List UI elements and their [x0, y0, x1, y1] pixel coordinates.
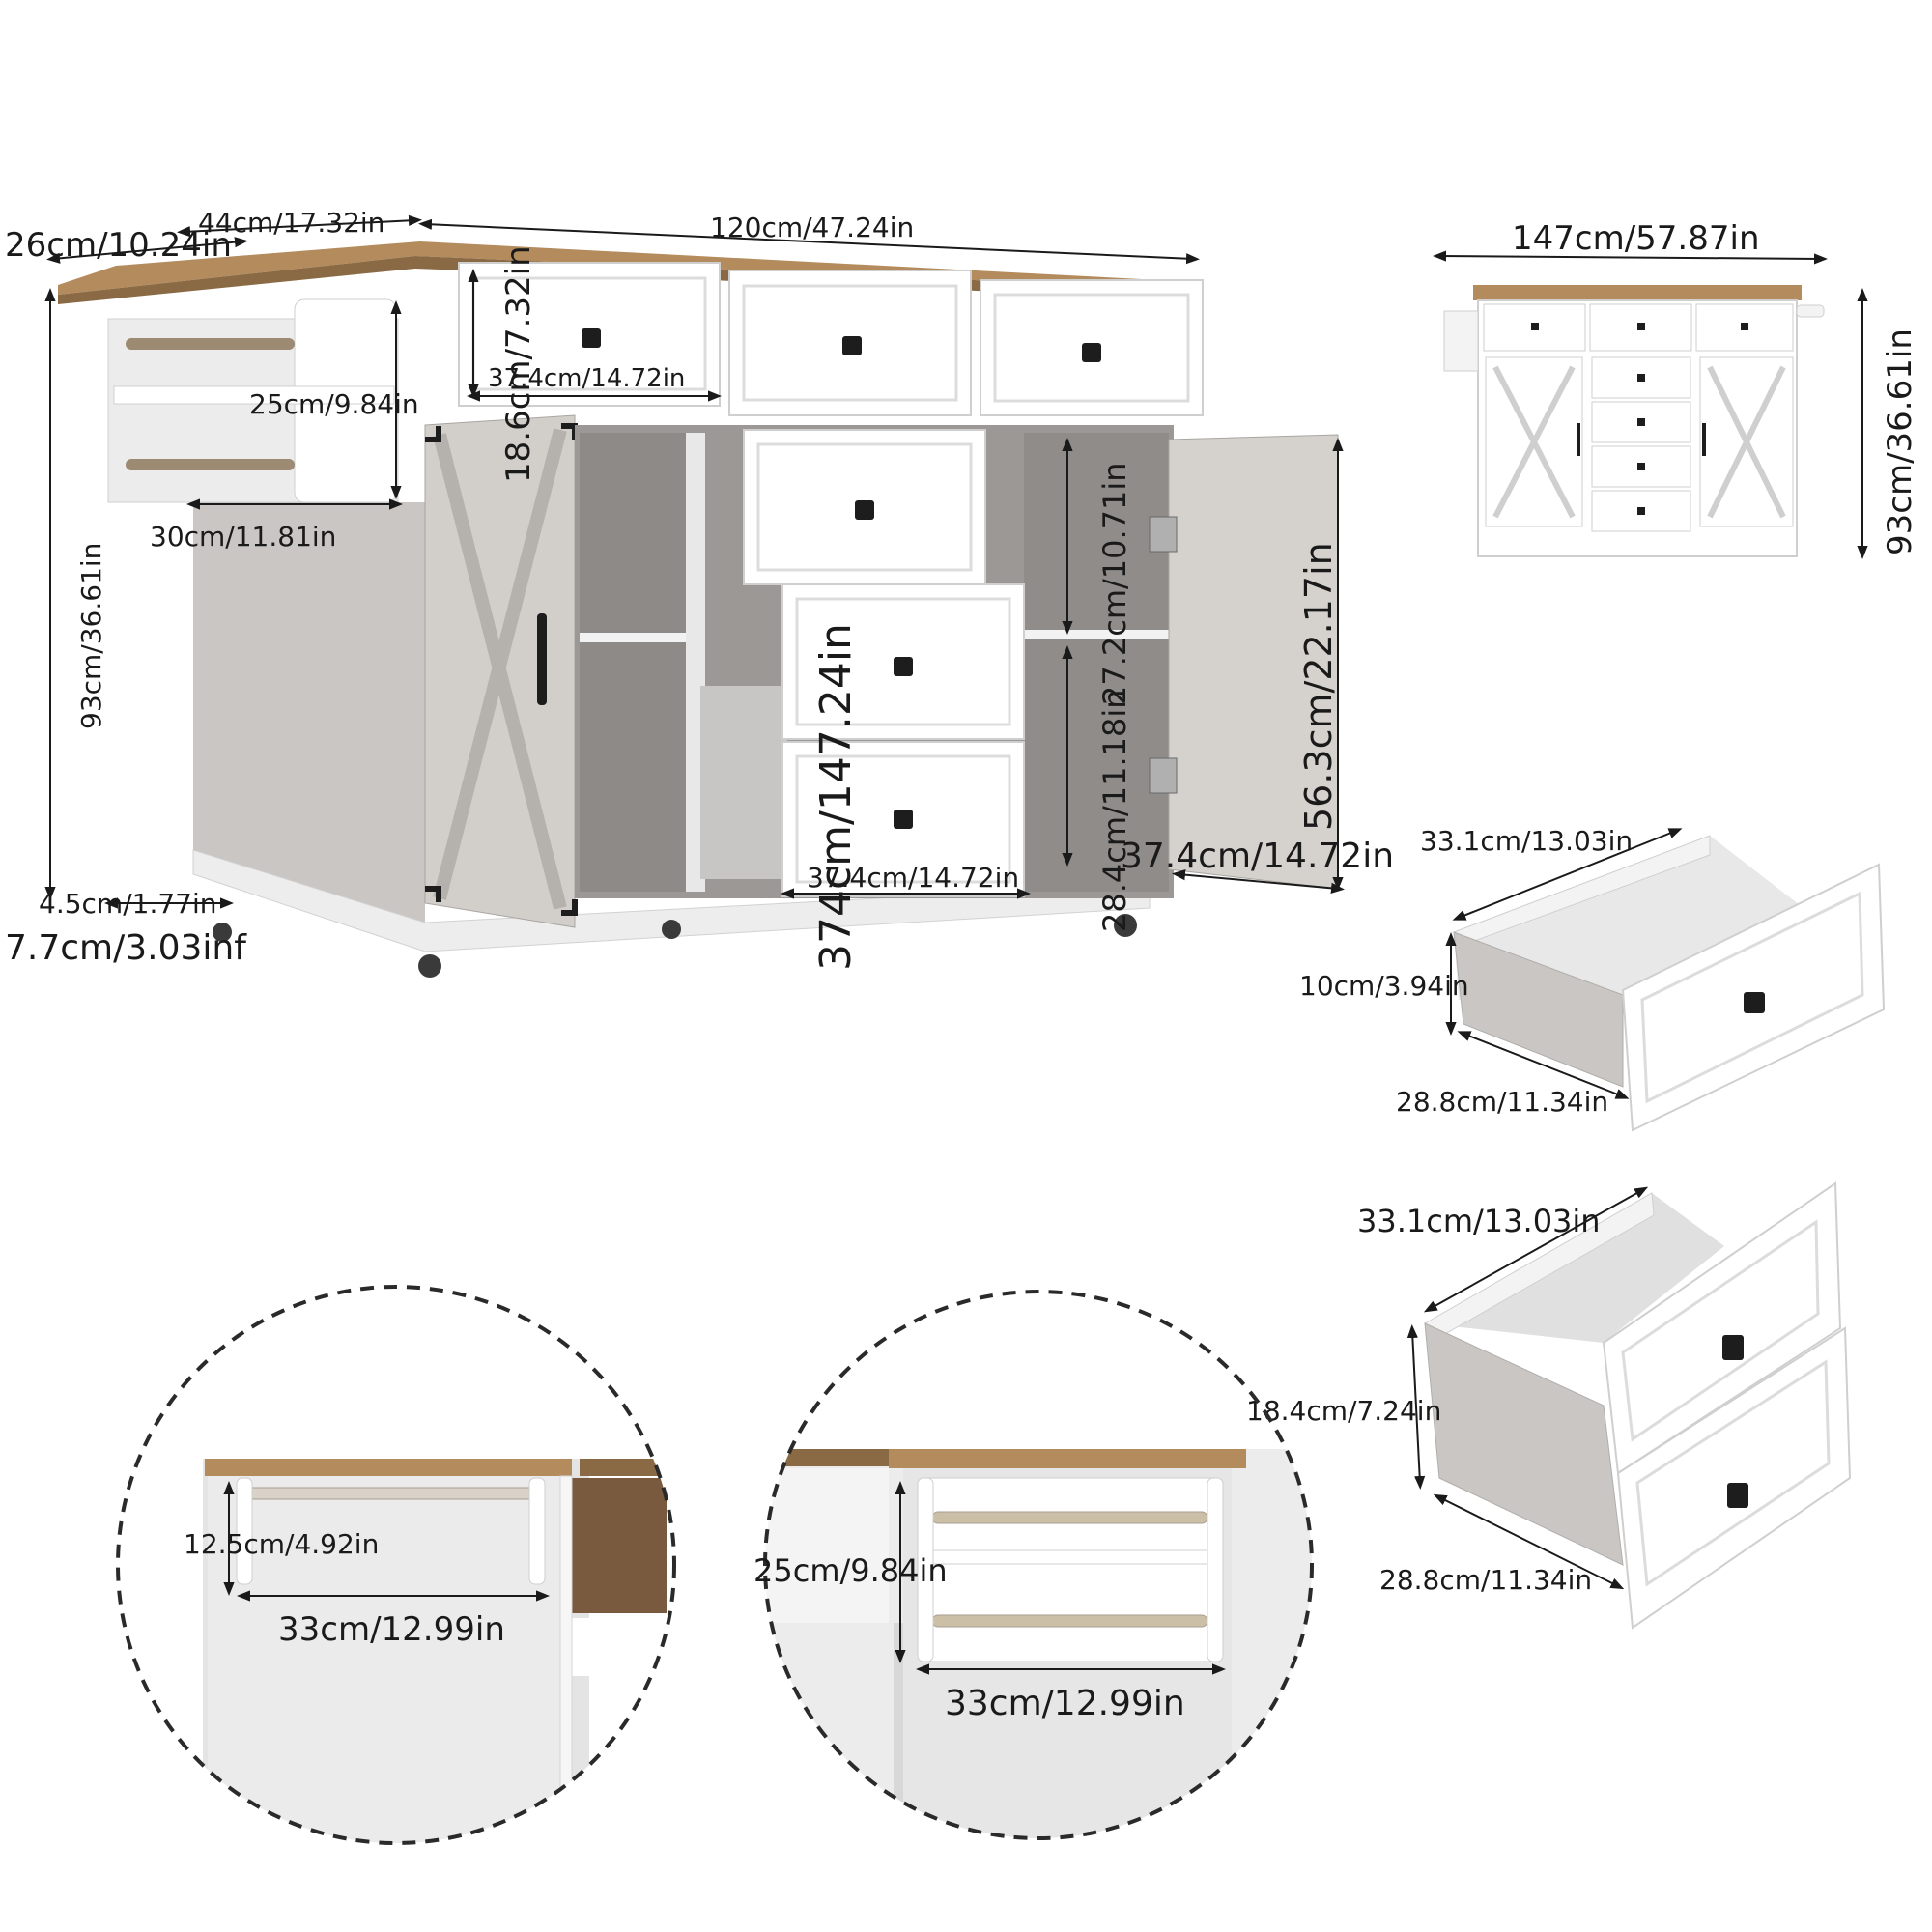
small-drawer-detail: 33.1cm/13.03in 10cm/3.94in 28.8cm/11.34i… — [1299, 825, 1886, 1132]
lower-drawers — [781, 583, 1025, 897]
large-drawer-height-label: 18.4cm/7.24in — [1246, 1395, 1441, 1427]
right-detail-width-label: 33cm/12.99in — [945, 1684, 1185, 1723]
large-drawer-depth-label: 28.8cm/11.34in — [1379, 1564, 1592, 1596]
lower-shelf-label: 28.4cm/11.18in — [1096, 689, 1133, 932]
small-drawer-width-label: 33.1cm/13.03in — [1420, 825, 1633, 857]
side-panel — [193, 502, 425, 952]
left-detail-height-label: 12.5cm/4.92in — [184, 1528, 379, 1560]
drawer-height-label: 18.6cm/7.32in — [499, 245, 538, 483]
caster-height-label: 7.7cm/3.03inf — [5, 928, 247, 968]
total-height-label: 93cm/36.61in — [75, 543, 107, 729]
casters — [213, 914, 1137, 978]
large-drawer-detail: 33.1cm/13.03in 18.4cm/7.24in 28.8cm/11.3… — [1246, 1181, 1852, 1630]
side-spice-rack — [107, 298, 399, 503]
left-barn-door — [424, 414, 578, 928]
side-width-label: 44cm/17.32in — [198, 207, 384, 239]
rack-width-label: 30cm/11.81in — [150, 521, 336, 553]
right-detail-height-label: 25cm/9.84in — [753, 1552, 948, 1589]
top-length-label: 120cm/47.24in — [710, 212, 914, 243]
front-view: 147cm/57.87in 93cm/36.61in — [1433, 219, 1919, 559]
top-depth-label: 26cm/10.24in — [5, 226, 232, 265]
middle-drawer-open — [743, 429, 986, 585]
upper-shelf-label: 27.2cm/10.71in — [1096, 462, 1133, 705]
door-width-label: 37.4cm/14.72in — [1121, 837, 1394, 876]
bottom-drawer-width-label: 37.4cm/14.72in — [807, 862, 1019, 894]
drawer-width-label: 37.4cm/14.72in — [488, 364, 685, 393]
small-drawer-depth-label: 28.8cm/11.34in — [1396, 1086, 1608, 1118]
total-width-rotated-label: 374cm/147.24in — [811, 623, 861, 971]
top-drawers — [458, 262, 1204, 416]
detail-circle-right: 25cm/9.84in 33cm/12.99in — [753, 1290, 1314, 1840]
countertop — [58, 242, 1198, 295]
detail-circle-left: 12.5cm/4.92in 33cm/12.99in — [116, 1285, 676, 1845]
main-island-view: 26cm/10.24in 44cm/17.32in 120cm/47.24in … — [5, 207, 1394, 978]
door-height-label: 56.3cm/22.17in — [1297, 542, 1340, 831]
caster-gap-label: 4.5cm/1.77in — [39, 888, 217, 920]
front-height-label: 93cm/36.61in — [1881, 328, 1919, 555]
rack-height-label: 25cm/9.84in — [249, 388, 419, 420]
left-detail-width-label: 33cm/12.99in — [278, 1610, 505, 1649]
small-drawer-height-label: 10cm/3.94in — [1299, 970, 1469, 1002]
front-width-label: 147cm/57.87in — [1512, 219, 1760, 258]
large-drawer-width-label: 33.1cm/13.03in — [1357, 1203, 1601, 1239]
